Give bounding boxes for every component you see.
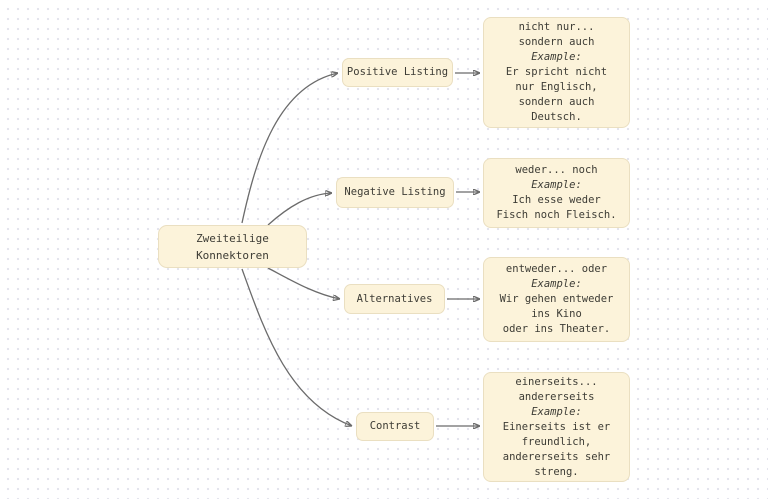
node-example-contrast[interactable]: einerseits... andererseits Example: Eine… [483,372,630,482]
example-connector: weder... noch [515,164,598,176]
node-positive-listing[interactable]: Positive Listing [342,58,453,87]
node-example-negative-listing[interactable]: weder... noch Example: Ich esse weder Fi… [483,158,630,228]
arrow-root-to-alternatives [267,267,340,299]
arrow-root-to-contrast [241,268,352,426]
node-root[interactable]: Zweiteilige Konnektoren [158,225,307,268]
node-alternatives-label: Alternatives [356,292,433,305]
node-alternatives[interactable]: Alternatives [344,284,445,314]
node-example-positive-listing[interactable]: nicht nur... sondern auch Example: Er sp… [483,17,630,128]
example-sentence: Er spricht nicht nur Englisch, sondern a… [505,66,608,123]
node-contrast[interactable]: Contrast [356,412,434,441]
arrow-root-to-negative-listing [267,193,332,226]
node-negative-listing[interactable]: Negative Listing [336,177,454,208]
example-sentence: Wir gehen entweder ins Kino oder ins The… [499,293,614,335]
node-contrast-label: Contrast [369,420,421,432]
example-sentence: Ich esse weder Fisch noch Fleisch. [496,194,617,221]
example-label: Example: [531,179,582,191]
node-root-label: Zweiteilige Konnektoren [196,231,269,262]
example-label: Example: [531,405,582,418]
node-negative-listing-label: Negative Listing [344,186,446,198]
example-sentence: Einerseits ist er freundlich, anderersei… [502,420,611,478]
example-connector: nicht nur... sondern auch [518,21,595,48]
example-connector: einerseits... andererseits [515,375,598,403]
arrow-root-to-positive-listing [241,73,338,224]
example-label: Example: [531,278,582,290]
example-label: Example: [531,51,582,63]
node-example-alternatives[interactable]: entweder... oder Example: Wir gehen entw… [483,257,630,342]
node-positive-listing-label: Positive Listing [346,66,449,78]
example-connector: entweder... oder [505,263,608,275]
